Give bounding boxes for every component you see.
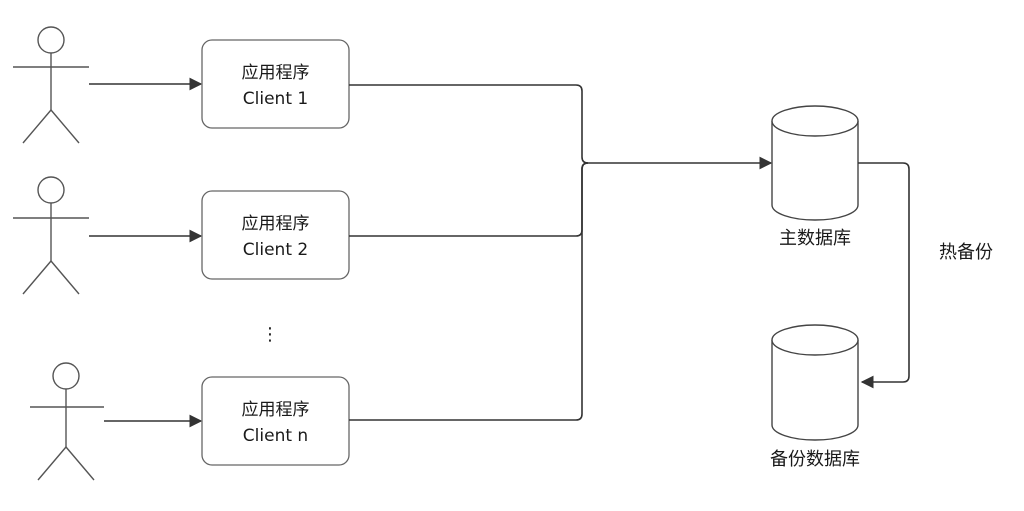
primary-database-icon	[771, 105, 859, 221]
app-box-title: 应用程序	[242, 63, 310, 83]
connector-client1-to-primary-db	[349, 84, 589, 164]
hot-backup-label: 热备份	[939, 242, 993, 263]
connector-client2-to-primary-db	[349, 162, 589, 237]
app-box-client-name: Client 2	[243, 240, 308, 260]
backup-database-icon	[771, 324, 859, 441]
primary-database-label: 主数据库	[779, 228, 851, 249]
app-box-client-name: Client 1	[243, 89, 308, 109]
ellipsis-indicator: ⋮	[261, 324, 279, 345]
user-actor-1	[13, 26, 89, 144]
app-box-title: 应用程序	[242, 400, 310, 420]
connector-hot-backup	[858, 162, 910, 389]
backup-database-label: 备份数据库	[770, 449, 860, 470]
app-box-client-n: 应用程序 Client n	[201, 376, 350, 466]
app-box-client-2: 应用程序 Client 2	[201, 190, 350, 280]
app-box-client-1: 应用程序 Client 1	[201, 39, 350, 129]
app-box-client-name: Client n	[243, 426, 308, 446]
user-actor-n	[30, 362, 104, 481]
app-box-title: 应用程序	[242, 214, 310, 234]
user-actor-2	[13, 176, 89, 295]
connector-clientn-to-primary-db	[349, 162, 589, 421]
